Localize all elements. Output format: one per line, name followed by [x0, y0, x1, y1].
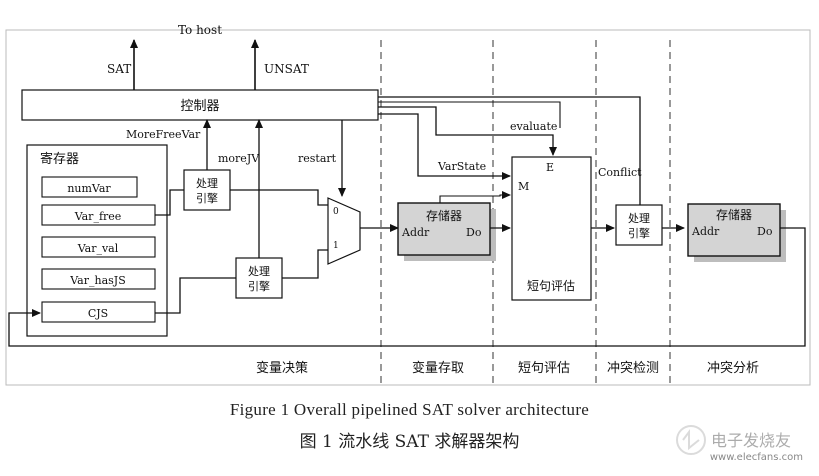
process-engine-3-line1: 处理 — [628, 212, 650, 225]
register-label: CJS — [88, 307, 108, 320]
stage-labels: 变量决策 变量存取 短句评估 冲突检测 冲突分析 — [256, 360, 759, 376]
storage-1-label: 存储器 — [426, 208, 462, 223]
process-engine-3 — [615, 204, 663, 246]
stage-label: 变量决策 — [256, 360, 308, 376]
process-engine-1-line1: 处理 — [196, 177, 218, 190]
wire-varstate — [378, 113, 511, 180]
storage-1-block — [397, 202, 491, 256]
multiplexer — [327, 197, 361, 265]
controller-block — [21, 89, 379, 121]
process-engine-2-line1: 处理 — [248, 265, 270, 278]
conflict-label: Conflict — [598, 166, 642, 179]
watermark-url: www.elecfans.com — [709, 452, 803, 463]
more-free-var-label: MoreFreeVar — [126, 128, 201, 141]
wire-pe2-mux — [282, 249, 328, 279]
to-host-label: To host — [178, 23, 222, 37]
register-label: Var_free — [74, 210, 122, 223]
wire-controller-e2 — [378, 101, 561, 128]
port-e: E — [546, 161, 554, 174]
watermark-text: 电子发烧友 — [711, 431, 791, 450]
register-var-val — [41, 236, 156, 258]
storage-1-do: Do — [466, 226, 482, 239]
clause-eval-block — [511, 156, 592, 301]
caption-chinese: 图 1 流水线 SAT 求解器架构 — [299, 432, 520, 452]
port-m: M — [518, 180, 529, 193]
unsat-label: UNSAT — [264, 62, 309, 76]
caption-english: Figure 1 Overall pipelined SAT solver ar… — [229, 400, 590, 419]
sat-label: SAT — [107, 62, 131, 76]
storage-1-addr: Addr — [401, 226, 430, 239]
wire-feedback — [8, 227, 806, 347]
wire-pe1-mux — [230, 189, 328, 206]
stage-label: 冲突分析 — [707, 360, 759, 376]
outer-frame — [5, 29, 811, 386]
storage-2-block — [687, 203, 781, 257]
register-label: numVar — [67, 182, 111, 195]
process-engine-1-line2: 引擎 — [196, 191, 218, 205]
register-label: Var_val — [77, 242, 119, 255]
clause-eval-label: 短句评估 — [527, 279, 575, 293]
wire-cjs-pe2 — [155, 277, 236, 314]
storage-2-do: Do — [757, 225, 773, 238]
process-engine-3-line2: 引擎 — [628, 226, 650, 240]
wire-evaluate — [378, 106, 557, 156]
register-file-label: 寄存器 — [40, 151, 79, 167]
storage-2-label: 存储器 — [716, 207, 752, 222]
watermark-logo: 电子发烧友 — [676, 425, 791, 455]
register-cjs — [41, 301, 156, 323]
storage-2-addr: Addr — [691, 225, 720, 238]
stage-label: 短句评估 — [518, 361, 570, 376]
wire-storage1-m — [439, 191, 511, 203]
stage-label: 变量存取 — [412, 360, 464, 376]
controller-label: 控制器 — [180, 99, 219, 114]
more-jv-label: moreJV — [218, 152, 260, 165]
wire-conflict — [378, 96, 641, 205]
var-state-label: VarState — [437, 160, 486, 173]
stage-label: 冲突检测 — [607, 360, 659, 376]
register-label: Var_hasJS — [69, 274, 125, 287]
wire-varfree-pe1 — [155, 189, 184, 216]
register-var-hasjs — [41, 268, 156, 290]
process-engine-2-line2: 引擎 — [248, 279, 270, 293]
mux-in0: 0 — [333, 207, 339, 217]
register-numvar — [41, 176, 138, 198]
restart-label: restart — [298, 152, 337, 165]
evaluate-label: evaluate — [510, 120, 557, 133]
mux-in1: 1 — [333, 241, 339, 251]
